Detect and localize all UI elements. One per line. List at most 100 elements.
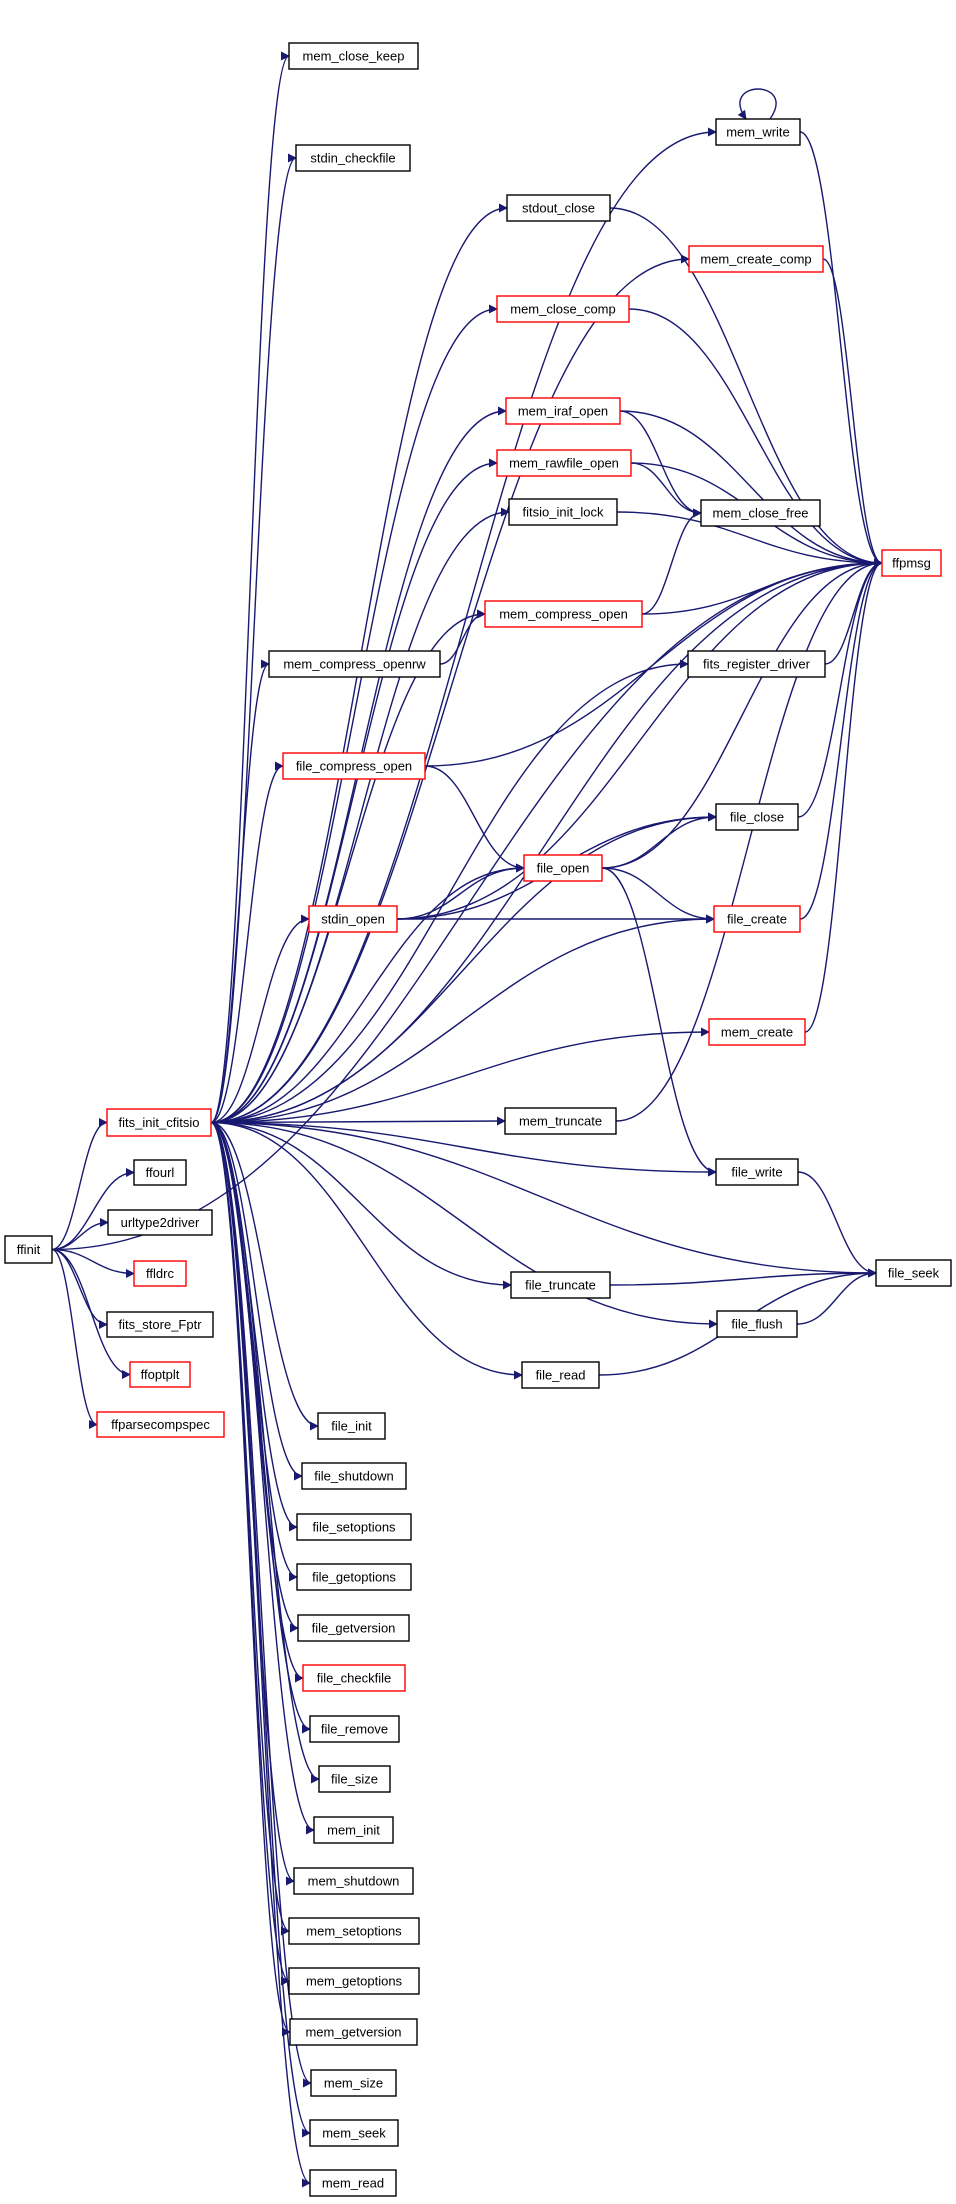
node-file_checkfile[interactable]: file_checkfile — [302, 1664, 406, 1692]
node-box — [297, 1614, 410, 1642]
edge-file_compress_open-to-ffpmsg — [424, 558, 883, 767]
edge-file_truncate-to-file_seek — [609, 1268, 877, 1286]
node-label: file_init — [331, 1419, 372, 1434]
node-box — [288, 1967, 420, 1995]
node-label: mem_compress_open — [499, 607, 628, 622]
node-box — [318, 1765, 391, 1793]
node-box — [313, 1816, 394, 1844]
node-box — [496, 449, 632, 477]
node-box — [715, 803, 799, 831]
node-file_init: file_init — [317, 1412, 386, 1440]
node-box — [106, 1311, 214, 1338]
node-box — [288, 42, 419, 70]
node-box — [881, 549, 942, 577]
node-box — [289, 2018, 418, 2046]
node-label: file_getversion — [312, 1621, 396, 1636]
edge-stdout_close-to-ffpmsg — [609, 207, 883, 568]
node-box — [282, 752, 426, 780]
node-label: file_create — [727, 912, 787, 927]
edge-ffinit-to-urltype2driver — [51, 1218, 109, 1251]
edge-ffinit-to-fits_init_cfitsio — [51, 1118, 108, 1251]
edge-fits_init_cfitsio-to-stdin_open — [210, 914, 310, 1124]
node-urltype2driver: urltype2driver — [107, 1209, 213, 1236]
node-box — [510, 1271, 611, 1299]
edge-mem_write-to-ffpmsg — [799, 131, 883, 568]
edge-fitsio_init_lock-to-ffpmsg — [616, 511, 883, 568]
node-mem_close_comp[interactable]: mem_close_comp — [496, 295, 630, 323]
node-box — [317, 1412, 386, 1440]
node-label: ffinit — [17, 1242, 41, 1257]
node-ffinit: ffinit — [4, 1235, 53, 1264]
edge-fits_init_cfitsio-to-file_init — [210, 1121, 319, 1431]
node-ffldrc[interactable]: ffldrc — [133, 1260, 187, 1287]
node-box — [700, 499, 821, 527]
node-mem_size: mem_size — [310, 2069, 397, 2097]
edge-fits_init_cfitsio-to-mem_close_comp — [210, 304, 498, 1124]
edge-mem_create_comp-to-ffpmsg — [822, 258, 883, 568]
node-file_open[interactable]: file_open — [523, 854, 603, 882]
edge-fits_init_cfitsio-to-file_open — [210, 863, 525, 1124]
node-file_size: file_size — [318, 1765, 391, 1793]
node-label: fits_store_Fptr — [118, 1317, 202, 1332]
node-box — [4, 1235, 53, 1264]
node-file_create[interactable]: file_create — [713, 905, 801, 933]
node-label: mem_create_comp — [700, 252, 811, 267]
node-label: file_read — [536, 1368, 586, 1383]
node-mem_compress_open[interactable]: mem_compress_open — [484, 600, 643, 628]
node-mem_rawfile_open[interactable]: mem_rawfile_open — [496, 449, 632, 477]
node-stdin_open[interactable]: stdin_open — [308, 905, 398, 933]
node-mem_iraf_open[interactable]: mem_iraf_open — [505, 397, 621, 425]
node-fits_register_driver: fits_register_driver — [687, 650, 826, 678]
edge-file_compress_open-to-file_open — [424, 765, 525, 873]
node-mem_getversion: mem_getversion — [289, 2018, 418, 2046]
edge-fits_init_cfitsio-to-mem_compress_openrw — [210, 659, 270, 1124]
edge-fits_init_cfitsio-to-mem_read — [210, 1121, 311, 2188]
node-label: file_truncate — [525, 1278, 596, 1293]
node-ffoptplt[interactable]: ffoptplt — [129, 1361, 191, 1388]
node-mem_truncate: mem_truncate — [504, 1107, 617, 1135]
edge-fits_init_cfitsio-to-file_create — [210, 914, 715, 1124]
edge-fits_init_cfitsio-to-mem_rawfile_open — [210, 458, 498, 1124]
edge-fits_init_cfitsio-to-file_size — [210, 1121, 320, 1784]
node-mem_create[interactable]: mem_create — [708, 1018, 806, 1046]
edge-fits_init_cfitsio-to-file_shutdown — [210, 1121, 303, 1481]
node-label: mem_close_free — [712, 506, 808, 521]
node-label: mem_truncate — [519, 1114, 602, 1129]
edge-file_flush-to-file_seek — [796, 1268, 877, 1325]
node-label: stdin_checkfile — [310, 151, 395, 166]
node-box — [106, 1108, 212, 1137]
node-box — [309, 2169, 397, 2197]
node-stdout_close: stdout_close — [506, 194, 611, 222]
node-file_close: file_close — [715, 803, 799, 831]
node-box — [504, 1107, 617, 1135]
node-box — [688, 245, 824, 273]
node-box — [302, 1664, 406, 1692]
node-box — [310, 2069, 397, 2097]
edge-mem_rawfile_open-to-mem_close_free — [630, 462, 702, 518]
node-file_getoptions: file_getoptions — [296, 1563, 412, 1591]
edge-fits_init_cfitsio-to-mem_truncate — [210, 1116, 506, 1126]
node-label: mem_close_keep — [303, 49, 405, 64]
node-label: mem_setoptions — [306, 1924, 402, 1939]
node-fits_init_cfitsio[interactable]: fits_init_cfitsio — [106, 1108, 212, 1137]
node-mem_create_comp[interactable]: mem_create_comp — [688, 245, 824, 273]
node-file_flush: file_flush — [716, 1310, 798, 1338]
node-ffpmsg[interactable]: ffpmsg — [881, 549, 942, 577]
edge-fits_init_cfitsio-to-mem_compress_open — [210, 609, 486, 1124]
node-box — [288, 1917, 420, 1945]
edge-fits_init_cfitsio-to-file_setoptions — [210, 1121, 298, 1532]
edge-fits_init_cfitsio-to-file_flush — [210, 1121, 718, 1329]
node-label: file_compress_open — [296, 759, 412, 774]
edge-file_open-to-file_create — [601, 867, 715, 924]
edge-file_write-to-file_seek — [797, 1171, 877, 1278]
node-box — [293, 1867, 414, 1895]
node-file_compress_open[interactable]: file_compress_open — [282, 752, 426, 780]
node-ffparsecompspec[interactable]: ffparsecompspec — [96, 1411, 225, 1438]
node-label: urltype2driver — [121, 1215, 200, 1230]
node-label: file_seek — [888, 1266, 940, 1281]
edge-stdin_open-to-ffpmsg — [396, 558, 883, 920]
edge-mem_iraf_open-to-mem_close_free — [619, 410, 702, 518]
edge-fits_init_cfitsio-to-file_write — [210, 1121, 717, 1177]
node-label: ffoptplt — [141, 1367, 180, 1382]
